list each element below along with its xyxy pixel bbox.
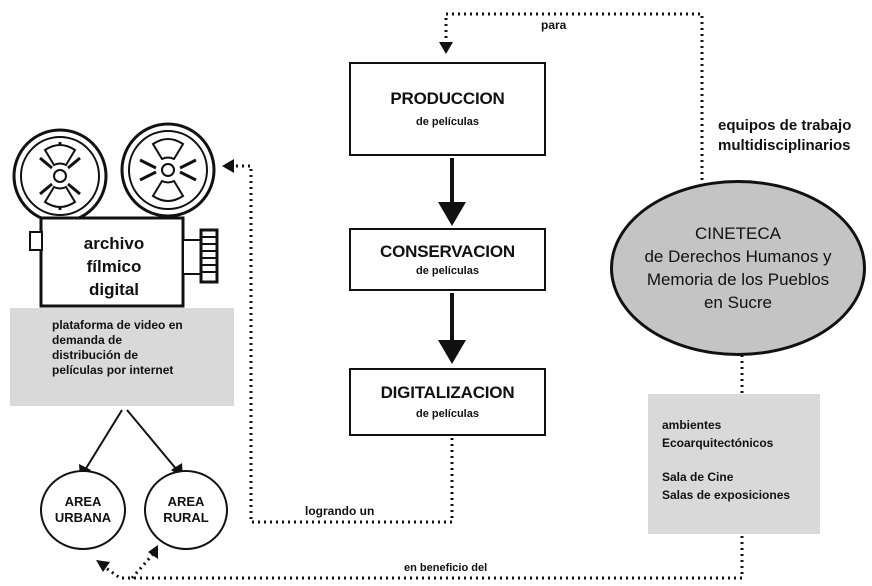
cineteca-line-2: de Derechos Humanos y bbox=[644, 247, 832, 266]
produccion-title: PRODUCCION bbox=[390, 89, 505, 108]
equipos-line-1: equipos de trabajo bbox=[718, 117, 852, 134]
digitalizacion-box: DIGITALIZACION de películas bbox=[349, 368, 546, 436]
ambientes-line-4: Salas de exposiciones bbox=[662, 488, 791, 502]
camera-line-3: digital bbox=[88, 280, 140, 299]
ambientes-line-1: ambientes bbox=[662, 418, 722, 432]
beneficio-label: en beneficio del bbox=[404, 562, 488, 574]
ambientes-panel: ambientes Ecoarquitectónicos Sala de Cin… bbox=[648, 394, 820, 534]
platform-line-1: plataforma de video en bbox=[52, 318, 183, 332]
dotted-connector-para bbox=[444, 12, 704, 180]
area-urbana-line-1: AREA bbox=[64, 494, 102, 509]
conservacion-box: CONSERVACION de películas bbox=[349, 228, 546, 291]
ambientes-line-2: Ecoarquitectónicos bbox=[662, 436, 774, 450]
platform-line-3: distribución de bbox=[52, 348, 139, 362]
area-rural-circle: AREA RURAL bbox=[144, 470, 228, 550]
dotted-connector-beneficio bbox=[105, 536, 744, 580]
digitalizacion-subtitle: de películas bbox=[416, 408, 479, 420]
film-projector-icon bbox=[12, 122, 219, 308]
platform-line-4: películas por internet bbox=[52, 363, 174, 377]
equipos-label: equipos de trabajo multidisciplinarios bbox=[718, 116, 851, 156]
cineteca-line-4: en Sucre bbox=[703, 293, 773, 312]
arrow-to-area-rural bbox=[126, 409, 183, 478]
cineteca-ellipse: CINETECA de Derechos Humanos y Memoria d… bbox=[610, 180, 866, 356]
arrowhead-to-urbana bbox=[96, 560, 110, 572]
platform-panel: plataforma de video en demanda de distri… bbox=[10, 308, 234, 406]
dotted-connector-logrando bbox=[232, 164, 454, 524]
produccion-box: PRODUCCION de películas bbox=[349, 62, 546, 156]
area-urbana-line-2: URBANA bbox=[54, 510, 112, 525]
cineteca-title: CINETECA bbox=[695, 224, 781, 243]
arrowhead-to-camera bbox=[222, 159, 234, 173]
equipos-line-2: multidisciplinarios bbox=[718, 137, 851, 154]
logrando-label: logrando un bbox=[305, 504, 375, 518]
area-rural-line-1: AREA bbox=[167, 494, 205, 509]
arrowhead-to-rural bbox=[148, 545, 158, 559]
flow-arrow-conservacion-digitalizacion bbox=[438, 293, 466, 364]
flow-arrow-produccion-conservacion bbox=[438, 158, 466, 226]
area-urbana-circle: AREA URBANA bbox=[40, 470, 126, 550]
camera-line-1: archivo bbox=[83, 234, 145, 253]
produccion-subtitle: de películas bbox=[416, 116, 479, 128]
cineteca-line-3: Memoria de los Pueblos bbox=[646, 270, 830, 289]
ambientes-line-3: Sala de Cine bbox=[662, 470, 734, 484]
camera-label: archivo fílmico digital bbox=[48, 232, 180, 301]
arrowhead-to-produccion bbox=[439, 42, 453, 54]
area-rural-line-2: RURAL bbox=[163, 510, 209, 525]
camera-line-2: fílmico bbox=[86, 257, 142, 276]
para-label: para bbox=[541, 18, 567, 32]
platform-line-2: demanda de bbox=[52, 333, 123, 347]
conservacion-subtitle: de películas bbox=[416, 264, 479, 277]
arrow-to-area-urbana bbox=[79, 409, 123, 478]
digitalizacion-title: DIGITALIZACION bbox=[380, 383, 515, 402]
conservacion-title: CONSERVACION bbox=[380, 241, 515, 261]
